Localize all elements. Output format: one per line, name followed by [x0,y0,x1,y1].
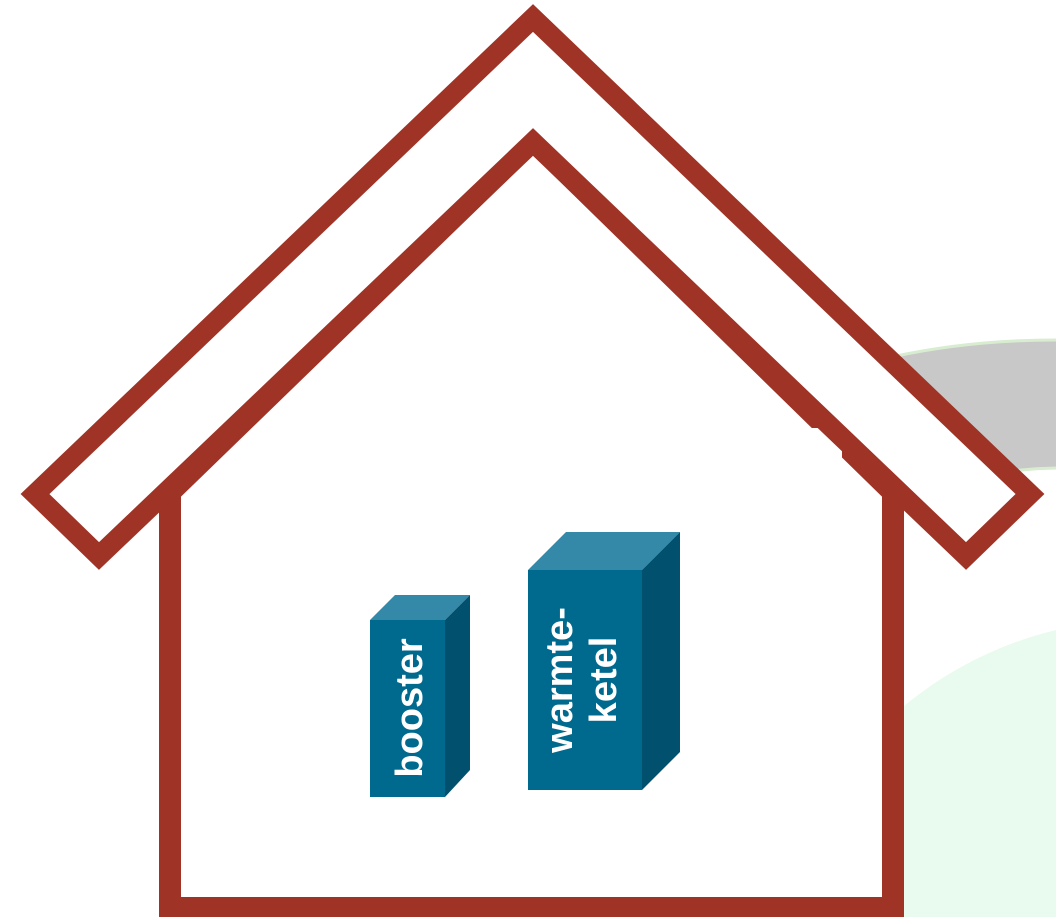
wall-white-patch [742,428,842,573]
booster-box: booster [370,595,470,797]
booster-label: booster [389,638,431,778]
warmteketel-box: warmte- ketel [528,532,680,790]
warmteketel-box-side [642,532,680,790]
booster-box-side [445,595,470,797]
warmteketel-label-line1: warmte- [539,607,581,754]
warmteketel-label-line2: ketel [583,637,625,724]
